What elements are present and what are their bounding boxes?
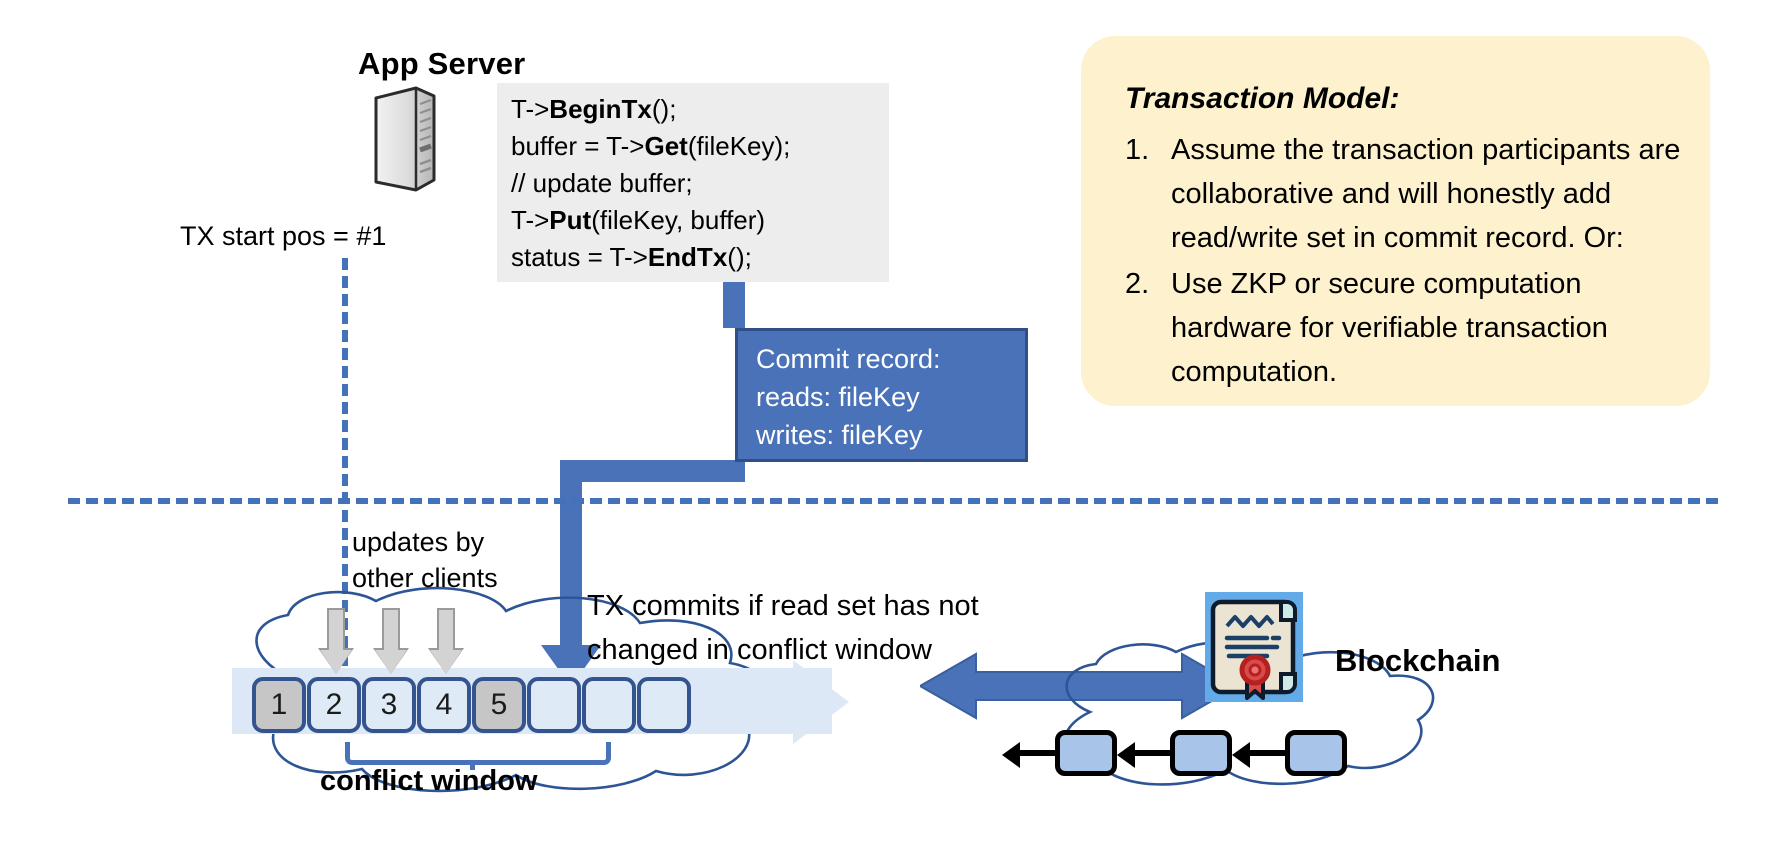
- tx-start-dashed-line: [342, 258, 348, 720]
- blockchain-link-arrowhead: [1117, 742, 1135, 768]
- tx-start-pos-label: TX start pos = #1: [180, 221, 387, 251]
- blockchain-link: [1020, 750, 1056, 756]
- conflict-window-label: conflict window: [320, 765, 538, 797]
- certificate-seal-icon: [1205, 592, 1303, 702]
- commit-flow-arrow-segment: [723, 282, 745, 328]
- blockchain-block-2[interactable]: [1170, 730, 1232, 776]
- list-item-text: Assume the transaction participants are …: [1171, 134, 1681, 254]
- list-item: 1. Assume the transaction participants a…: [1125, 128, 1685, 260]
- code-line-2: buffer = T->Get(fileKey);: [511, 131, 791, 161]
- log-block-4[interactable]: 4: [417, 677, 471, 733]
- commit-record-reads: reads: fileKey: [756, 382, 920, 412]
- blockchain-block-3[interactable]: [1285, 730, 1347, 776]
- code-snippet-box: T->BeginTx(); buffer = T->Get(fileKey); …: [497, 83, 889, 282]
- code-line-5: status = T->EndTx();: [511, 242, 752, 272]
- commit-record-writes: writes: fileKey: [756, 420, 923, 450]
- transaction-model-heading: Transaction Model:: [1125, 82, 1400, 115]
- blockchain-label: Blockchain: [1335, 643, 1501, 678]
- log-block-7[interactable]: [582, 677, 636, 733]
- code-line-4: T->Put(fileKey, buffer): [511, 205, 766, 235]
- updates-label-line-2: other clients: [352, 563, 498, 593]
- commit-flow-arrow-segment: [560, 460, 582, 660]
- log-block-6[interactable]: [527, 677, 581, 733]
- blockchain-block-1[interactable]: [1055, 730, 1117, 776]
- log-block-5[interactable]: 5: [472, 677, 526, 733]
- log-block-label: 3: [380, 688, 398, 721]
- log-block-3[interactable]: 3: [362, 677, 416, 733]
- commit-flow-arrow-segment: [560, 460, 745, 482]
- conflict-window-bracket: [345, 742, 611, 765]
- log-block-8[interactable]: [637, 677, 691, 733]
- list-item-number: 1.: [1125, 134, 1150, 166]
- blockchain-link-arrowhead: [1232, 742, 1250, 768]
- commit-condition-line-1: TX commits if read set has not: [587, 590, 979, 622]
- updates-label-line-1: updates by: [352, 527, 485, 557]
- code-line-3: // update buffer;: [511, 168, 693, 198]
- commit-record-box: Commit record: reads: fileKey writes: fi…: [735, 328, 1028, 462]
- log-continuation-chevron-icon: [793, 660, 849, 744]
- conflict-window-bracket-tick: [470, 760, 475, 770]
- log-block-2[interactable]: 2: [307, 677, 361, 733]
- list-item-text: Use ZKP or secure computation hardware f…: [1171, 268, 1608, 388]
- code-line-1: T->BeginTx();: [511, 94, 677, 124]
- app-server-title: App Server: [358, 46, 526, 81]
- list-item-number: 2.: [1125, 268, 1150, 300]
- blockchain-cloud: [1030, 640, 1450, 805]
- commit-condition-label: TX commits if read set has not changed i…: [587, 584, 979, 672]
- updates-by-other-clients-label: updates by other clients: [352, 524, 498, 596]
- list-item: 2. Use ZKP or secure computation hardwar…: [1125, 262, 1685, 394]
- transaction-model-list: 1. Assume the transaction participants a…: [1125, 128, 1685, 394]
- log-block-label: 4: [435, 688, 453, 721]
- log-block-label: 5: [490, 688, 508, 721]
- log-block-label: 1: [270, 688, 288, 721]
- log-block-1[interactable]: 1: [252, 677, 306, 733]
- log-block-label: 2: [325, 688, 343, 721]
- server-tower-icon: [368, 84, 442, 194]
- blockchain-link: [1250, 750, 1286, 756]
- blockchain-link-arrowhead: [1002, 742, 1020, 768]
- commit-record-title: Commit record:: [756, 344, 941, 374]
- blockchain-link: [1135, 750, 1171, 756]
- trust-boundary-dashed-line: [68, 498, 1718, 504]
- transaction-model-callout: Transaction Model: 1. Assume the transac…: [1081, 36, 1710, 406]
- commit-condition-line-2: changed in conflict window: [587, 634, 932, 666]
